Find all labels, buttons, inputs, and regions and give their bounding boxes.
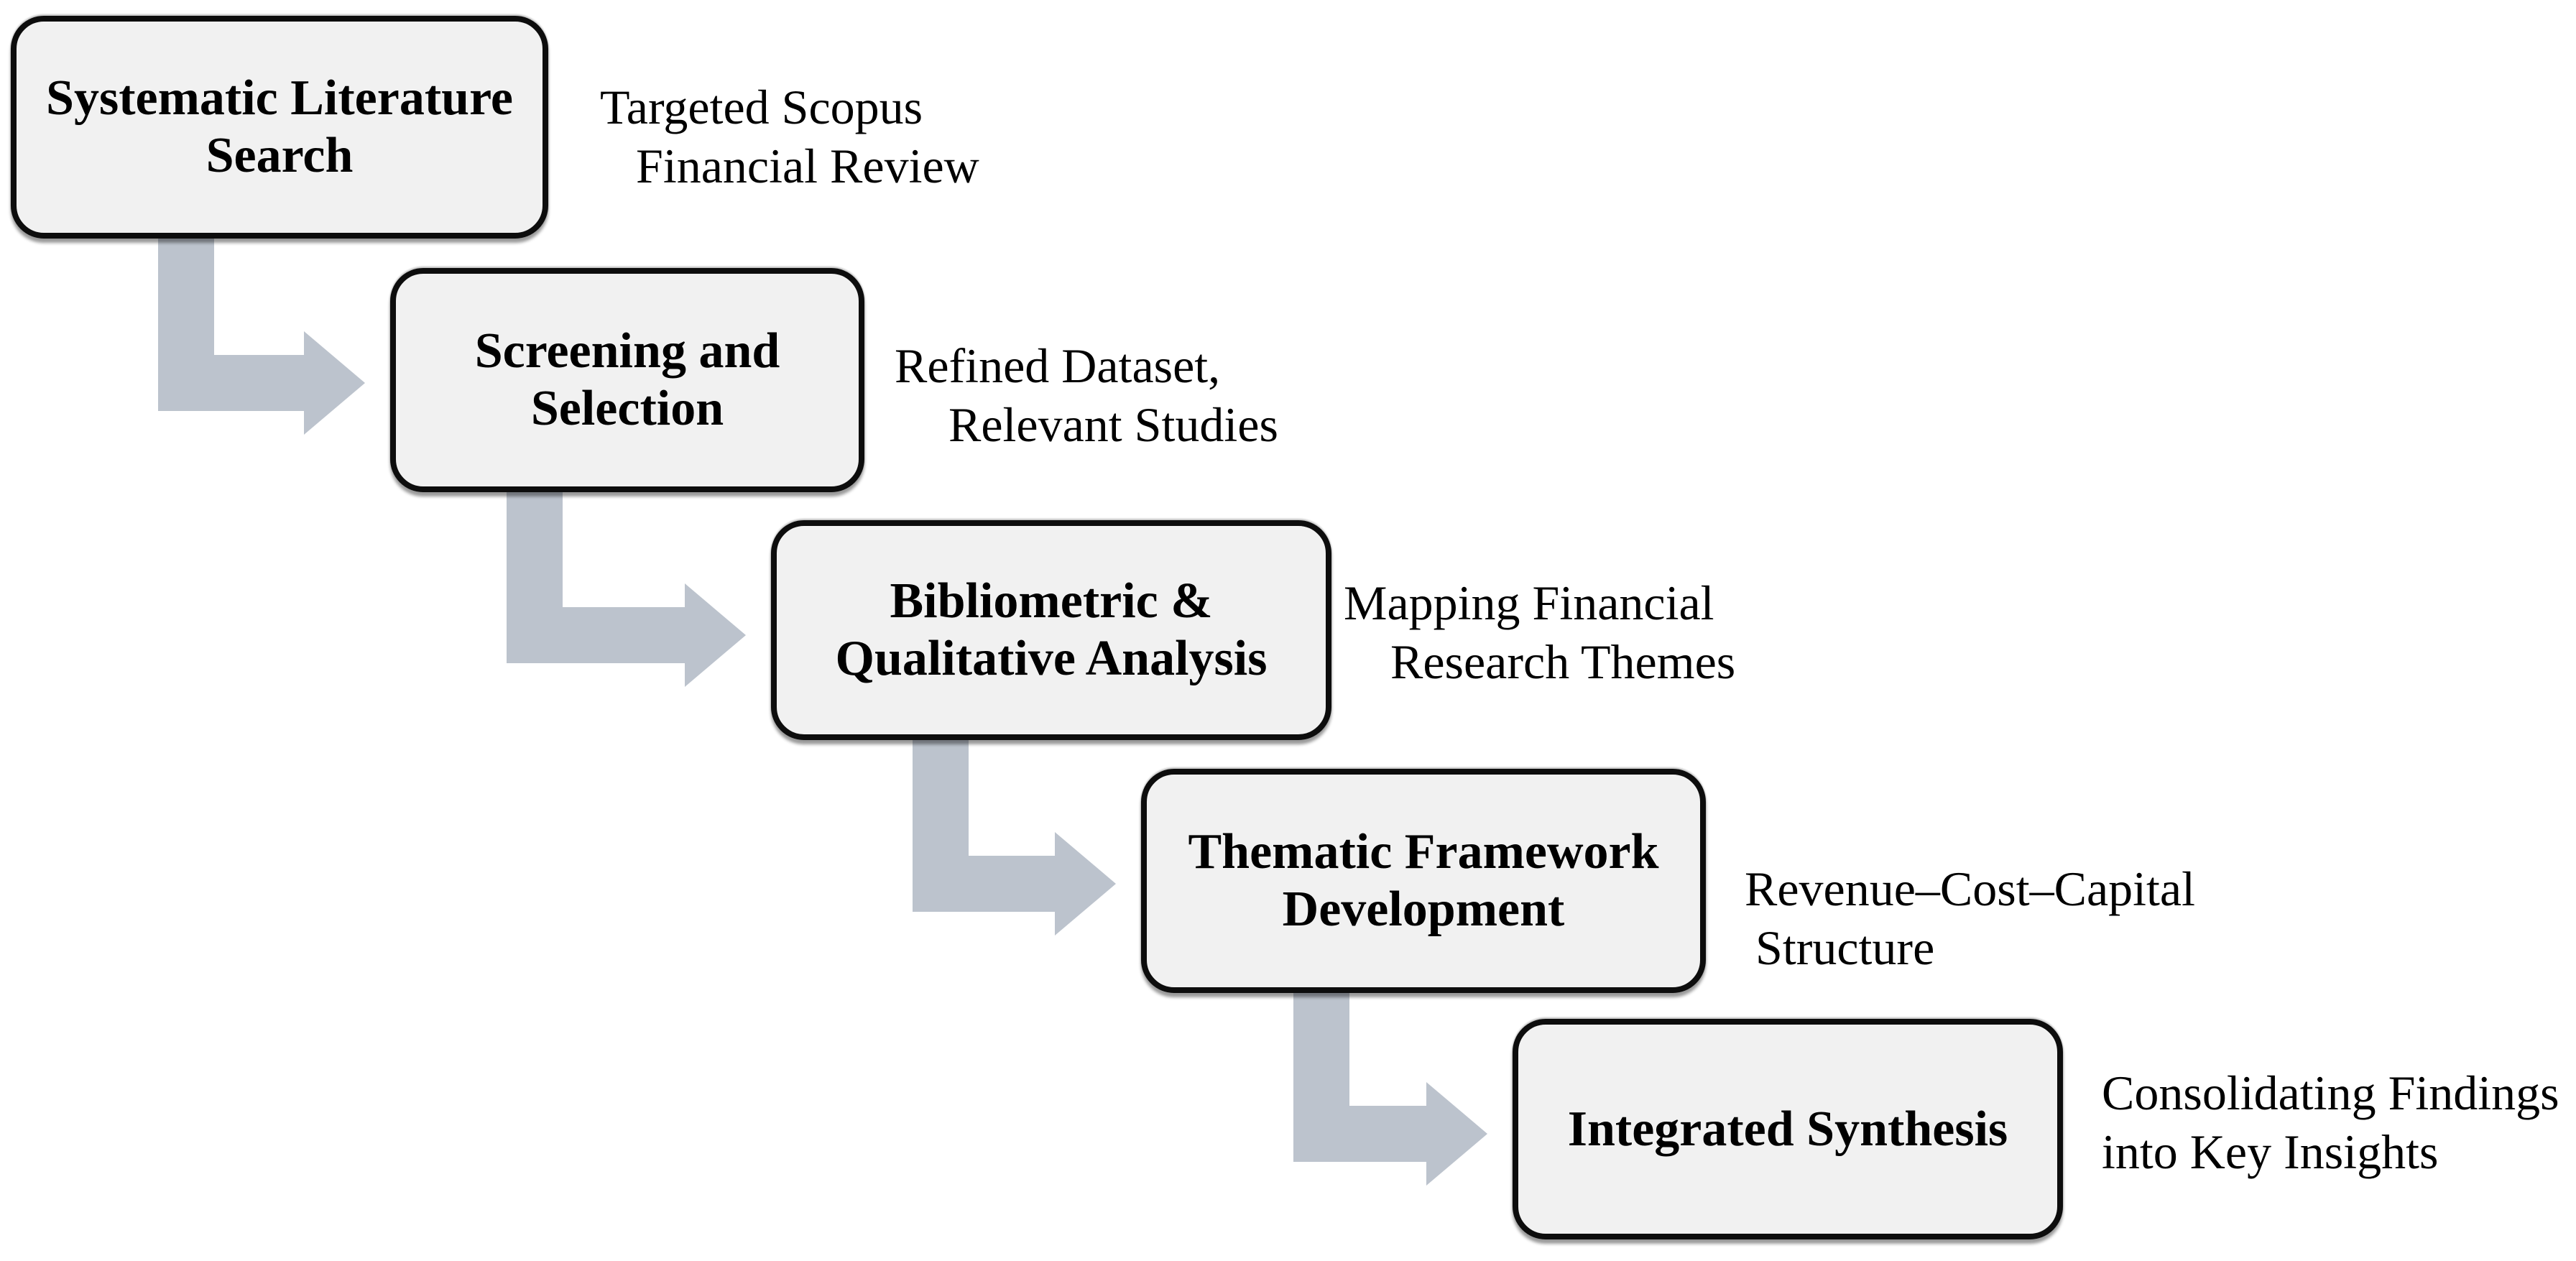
step-title-line: Screening and <box>474 323 780 379</box>
step-title-line: Search <box>206 128 354 183</box>
step-title-line: Selection <box>530 381 724 436</box>
annotation-line: Targeted Scopus <box>600 80 923 134</box>
step-title-line: Thematic Framework <box>1188 824 1659 879</box>
step-title-line: Integrated Synthesis <box>1567 1101 2008 1157</box>
elbow-arrow-shape <box>1293 986 1487 1186</box>
step-title-line: Systematic Literature <box>46 70 513 126</box>
annotation-line: Relevant Studies <box>948 397 1278 452</box>
step-box-5: Integrated Synthesis <box>1513 1019 2063 1239</box>
step-title-line: Bibliometric & <box>890 573 1213 629</box>
annotation-line: Structure <box>1755 920 1935 975</box>
annotation-line: Research Themes <box>1390 634 1736 689</box>
elbow-arrow-shape <box>507 485 746 687</box>
elbow-arrow-3 <box>913 733 1116 936</box>
step-box-4: Thematic Framework Development <box>1141 769 1706 993</box>
annotation-line: Financial Review <box>636 139 979 193</box>
elbow-arrow-shape <box>158 231 365 435</box>
elbow-arrow-1 <box>158 231 365 435</box>
step-box-3: Bibliometric & Qualitative Analysis <box>771 520 1331 740</box>
step-box-2: Screening and Selection <box>390 268 864 492</box>
elbow-arrow-shape <box>913 733 1116 936</box>
elbow-arrow-4 <box>1293 986 1487 1186</box>
step-annotation-3: Mapping Financial Research Themes <box>1344 573 1735 691</box>
step-title-line: Qualitative Analysis <box>835 631 1268 686</box>
elbow-arrow-2 <box>507 485 746 687</box>
step-title-line: Development <box>1282 882 1565 937</box>
annotation-line: Refined Dataset, <box>895 338 1221 393</box>
annotation-line: Consolidating Findings <box>2102 1066 2559 1120</box>
step-annotation-1: Targeted Scopus Financial Review <box>600 78 979 195</box>
step-annotation-2: Refined Dataset, Relevant Studies <box>895 336 1278 454</box>
annotation-line: Revenue–Cost–Capital <box>1745 862 2196 916</box>
annotation-line: into Key Insights <box>2102 1124 2439 1179</box>
step-annotation-5: Consolidating Findings into Key Insights <box>2102 1063 2559 1181</box>
annotation-line: Mapping Financial <box>1344 576 1714 630</box>
step-annotation-4: Revenue–Cost–Capital Structure <box>1745 859 2195 977</box>
step-box-1: Systematic Literature Search <box>11 16 548 239</box>
